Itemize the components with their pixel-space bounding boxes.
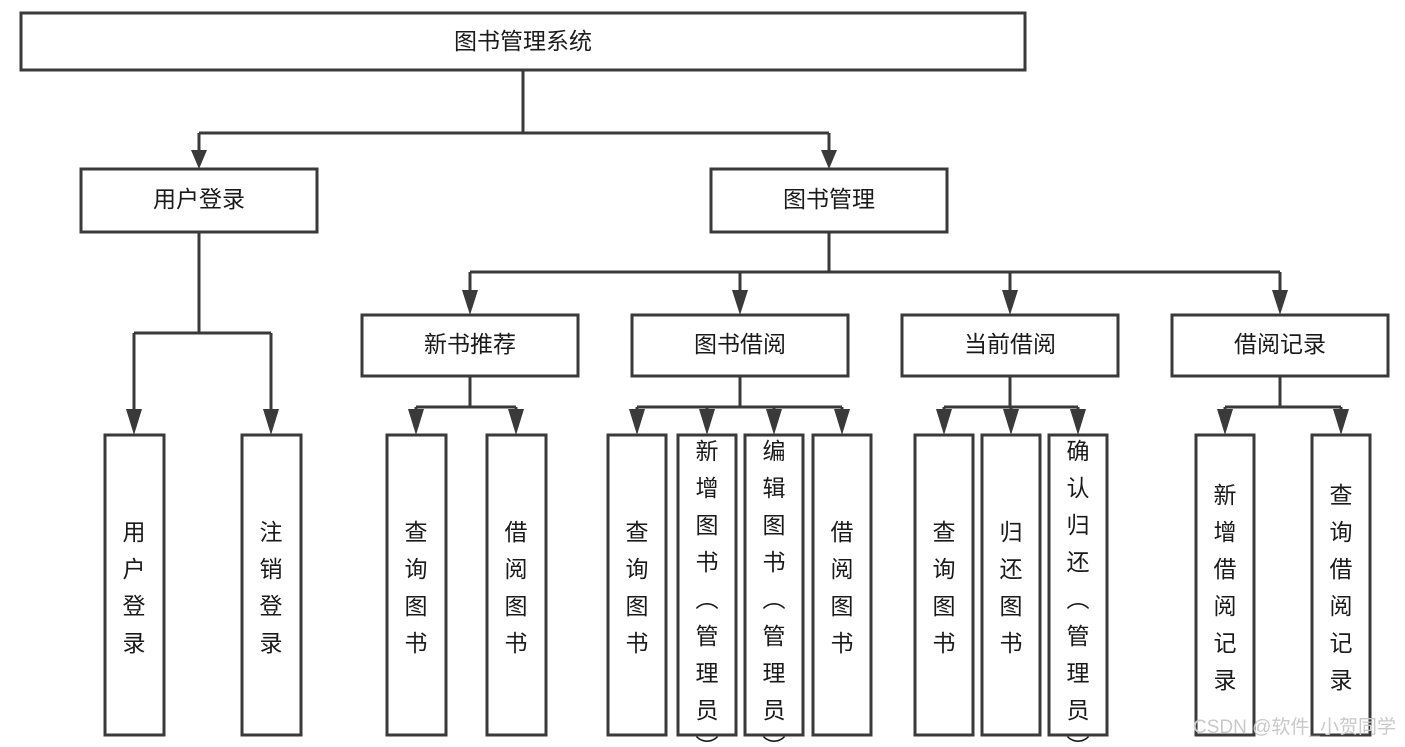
arrowhead-leaf-query-book-recommend: [408, 409, 424, 435]
leaf-user-login-label: 用户登录: [123, 519, 146, 656]
leaf-user-login[interactable]: 用户登录: [103, 433, 166, 737]
arrowhead-new-book-recommend: [462, 290, 478, 315]
leaf-borrow-book-label: 借阅图书: [831, 519, 854, 656]
leaf-add-borrow-record-box[interactable]: [1194, 433, 1256, 737]
leaf-logout[interactable]: 注销登录: [240, 433, 303, 737]
arrowhead-leaf-borrow-book-recommend: [508, 409, 524, 435]
arrowhead-leaf-confirm-return-admin: [1070, 409, 1086, 435]
node-user-login-label: 用户登录: [153, 186, 245, 212]
leaf-borrow-book-recommend-label: 借阅图书: [505, 519, 528, 656]
node-borrow-record-label: 借阅记录: [1234, 331, 1326, 357]
leaf-logout-box[interactable]: [240, 433, 303, 737]
arrowhead-book-borrow: [732, 290, 748, 315]
arrowhead-book-management: [821, 150, 837, 169]
leaf-query-borrow-record[interactable]: 查询借阅记录: [1310, 433, 1372, 737]
arrowhead-leaf-add-borrow-record: [1217, 409, 1233, 435]
node-book-management-box[interactable]: [709, 167, 949, 234]
leaf-edit-book-admin[interactable]: 编辑图书︵管理员︶: [743, 433, 805, 747]
leaf-edit-book-admin-label: 编辑图书︵管理员︶: [763, 438, 786, 747]
leaf-add-book-admin-label: 新增图书︵管理员︶: [696, 438, 719, 747]
leaf-query-book-current-box[interactable]: [913, 433, 975, 737]
arrowhead-leaf-return-book: [1003, 409, 1019, 435]
arrowhead-leaf-query-book-borrow: [629, 409, 645, 435]
arrowhead-current-borrow: [1002, 290, 1018, 315]
leaf-confirm-return-admin[interactable]: 确认归还︵管理员︶: [1047, 433, 1109, 747]
leaf-query-book-recommend[interactable]: 查询图书: [385, 433, 448, 737]
leaf-user-login-box[interactable]: [103, 433, 166, 737]
leaf-query-book-borrow[interactable]: 查询图书: [606, 433, 668, 737]
leaf-logout-label: 注销登录: [260, 519, 283, 656]
leaf-borrow-book[interactable]: 借阅图书: [811, 433, 873, 737]
node-current-borrow-box[interactable]: [900, 313, 1120, 378]
leaf-borrow-book-recommend-box[interactable]: [485, 433, 548, 737]
leaf-query-book-borrow-label: 查询图书: [626, 519, 649, 656]
arrowhead-leaf-query-book-current: [936, 409, 952, 435]
arrowhead-leaf-logout: [263, 409, 279, 435]
arrowhead-leaf-user-login: [126, 409, 142, 435]
leaf-borrow-book-recommend[interactable]: 借阅图书: [485, 433, 548, 737]
leaf-query-borrow-record-label: 查询借阅记录: [1330, 482, 1353, 693]
leaf-return-book-label: 归还图书: [1000, 519, 1023, 656]
arrowhead-borrow-record: [1272, 290, 1288, 315]
edge-layer: [126, 70, 1349, 435]
node-book-management-label: 图书管理: [783, 186, 875, 212]
leaf-return-book-box[interactable]: [980, 433, 1042, 737]
node-root-label: 图书管理系统: [454, 28, 592, 54]
node-root-box[interactable]: [19, 11, 1027, 72]
node-new-book-recommend-box[interactable]: [360, 313, 580, 378]
node-borrow-record[interactable]: 借阅记录: [1170, 313, 1390, 378]
node-new-book-recommend[interactable]: 新书推荐: [360, 313, 580, 378]
leaf-edit-book-admin-box[interactable]: [743, 433, 805, 737]
leaf-confirm-return-admin-box[interactable]: [1047, 433, 1109, 737]
node-book-borrow[interactable]: 图书借阅: [630, 313, 850, 378]
node-current-borrow-label: 当前借阅: [964, 331, 1056, 357]
node-new-book-recommend-label: 新书推荐: [424, 331, 516, 357]
node-book-management[interactable]: 图书管理: [709, 167, 949, 234]
node-user-login-box[interactable]: [79, 167, 319, 234]
node-current-borrow[interactable]: 当前借阅: [900, 313, 1120, 378]
arrowhead-user-login: [191, 150, 207, 169]
leaf-return-book[interactable]: 归还图书: [980, 433, 1042, 737]
leaf-query-book-recommend-box[interactable]: [385, 433, 448, 737]
arrowhead-leaf-borrow-book: [834, 409, 850, 435]
leaf-confirm-return-admin-label: 确认归还︵管理员︶: [1067, 438, 1090, 747]
node-book-borrow-label: 图书借阅: [694, 331, 786, 357]
leaf-add-borrow-record[interactable]: 新增借阅记录: [1194, 433, 1256, 737]
arrowhead-leaf-edit-book-admin: [766, 409, 782, 435]
watermark-label: CSDN @软件_小贺同学: [1193, 716, 1396, 738]
arrowhead-leaf-add-book-admin: [699, 409, 715, 435]
node-root[interactable]: 图书管理系统: [19, 11, 1027, 72]
leaf-query-book-borrow-box[interactable]: [606, 433, 668, 737]
leaf-query-borrow-record-box[interactable]: [1310, 433, 1372, 737]
node-user-login[interactable]: 用户登录: [79, 167, 319, 234]
leaf-add-borrow-record-label: 新增借阅记录: [1214, 482, 1237, 693]
leaf-query-book-current-label: 查询图书: [933, 519, 956, 656]
node-book-borrow-box[interactable]: [630, 313, 850, 378]
leaf-borrow-book-box[interactable]: [811, 433, 873, 737]
leaf-query-book-recommend-label: 查询图书: [405, 519, 428, 656]
arrowhead-leaf-query-borrow-record: [1333, 409, 1349, 435]
leaf-add-book-admin-box[interactable]: [676, 433, 738, 737]
leaf-query-book-current[interactable]: 查询图书: [913, 433, 975, 737]
node-borrow-record-box[interactable]: [1170, 313, 1390, 378]
leaf-add-book-admin[interactable]: 新增图书︵管理员︶: [676, 433, 738, 747]
